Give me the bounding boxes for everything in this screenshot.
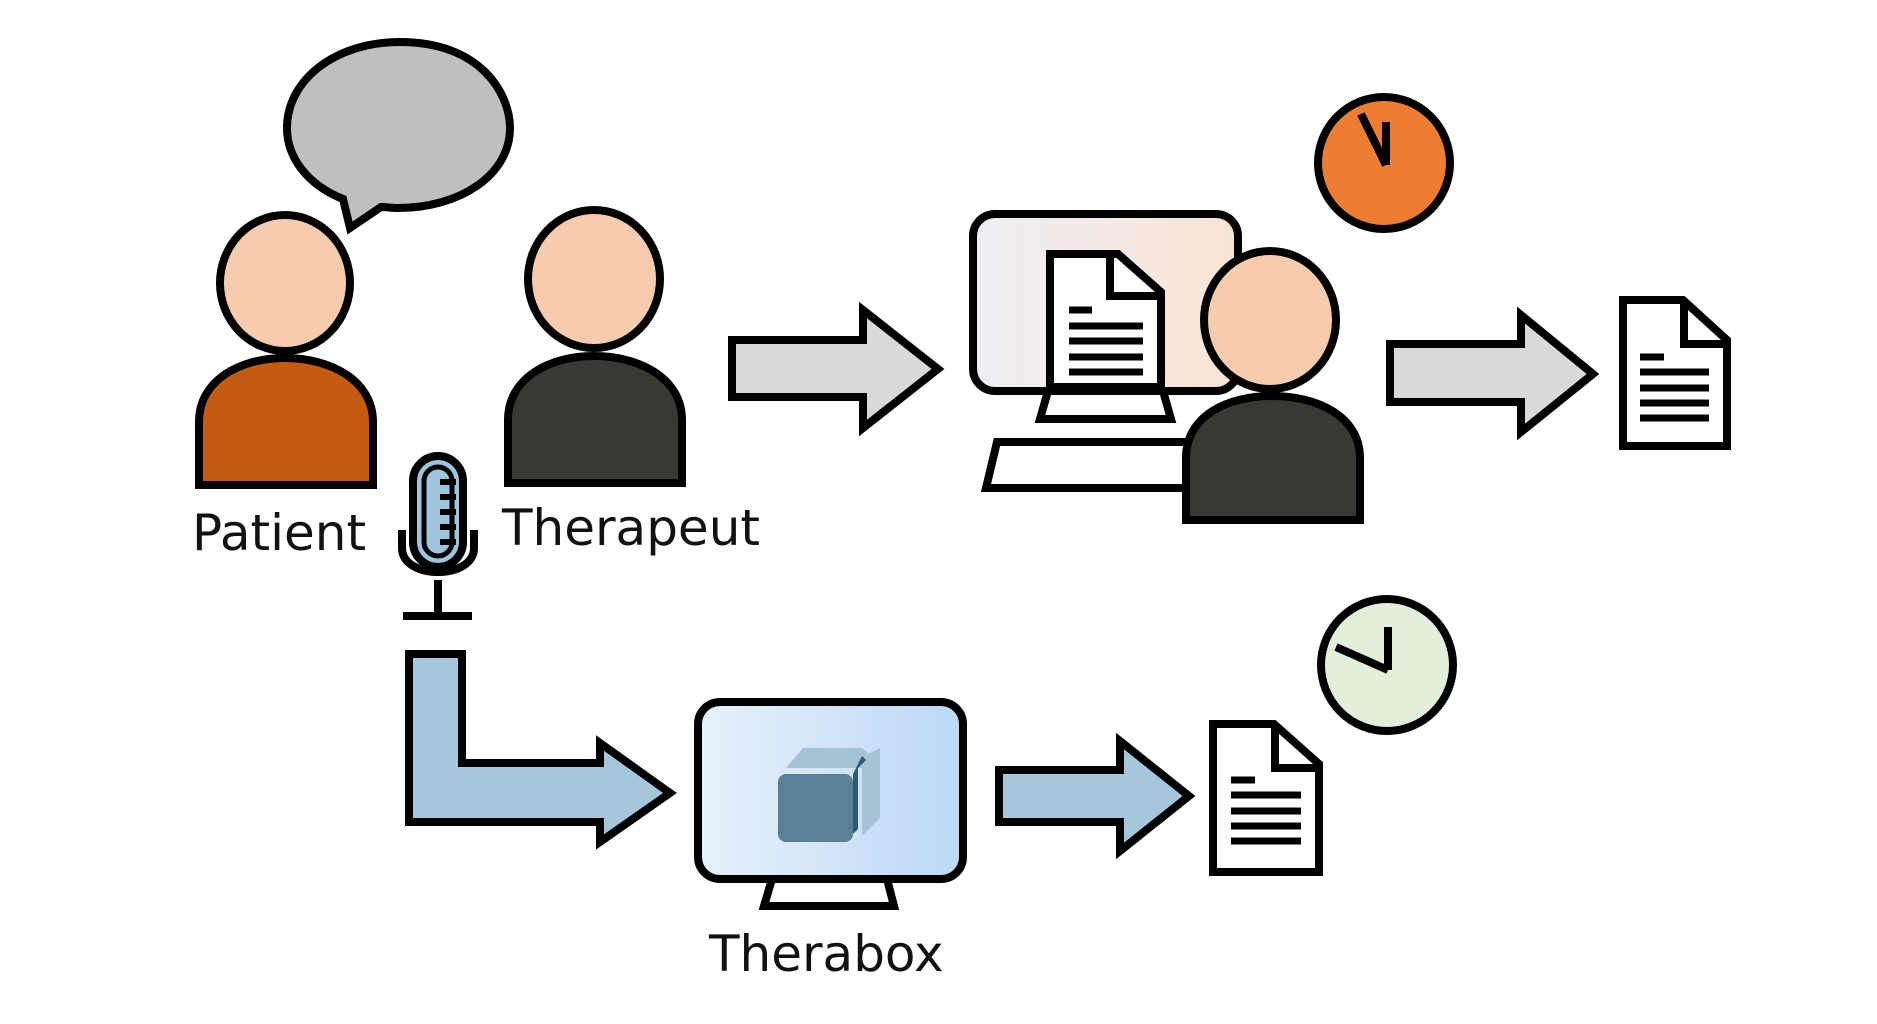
patient-icon xyxy=(195,211,377,489)
microphone-icon xyxy=(398,452,478,620)
therabox-label: Therabox xyxy=(708,925,944,983)
speech-bubble-icon xyxy=(282,37,515,235)
document-icon-auto xyxy=(1209,720,1323,876)
therabox-cube-icon xyxy=(778,748,880,842)
therapist-icon xyxy=(504,206,686,487)
manual-arrow-2 xyxy=(1386,306,1600,441)
auto-arrow-2 xyxy=(995,732,1196,860)
therapist-at-computer-icon xyxy=(1182,247,1364,524)
auto-arrow-1 xyxy=(405,650,677,850)
patient-label: Patient xyxy=(192,504,366,562)
clock-icon-auto xyxy=(1317,595,1457,735)
clock-icon-manual xyxy=(1314,93,1454,233)
therapist-label: Therapeut xyxy=(501,499,760,557)
document-on-screen-icon xyxy=(1046,250,1165,391)
manual-arrow-1 xyxy=(728,301,945,437)
document-icon-manual xyxy=(1619,296,1731,450)
